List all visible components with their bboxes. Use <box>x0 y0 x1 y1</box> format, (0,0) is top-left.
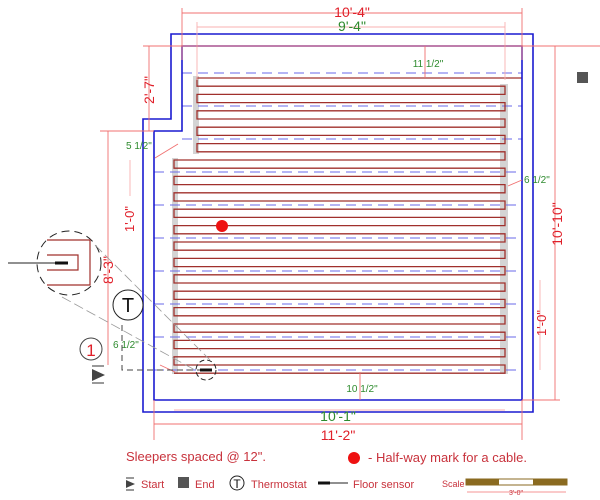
inner-wall <box>153 45 523 401</box>
dim-top-outer: 10'-4" <box>334 4 370 20</box>
dim-left-spacing: 1'-0" <box>122 206 137 232</box>
start-number: 1 <box>86 341 95 360</box>
outer-wall <box>142 33 534 413</box>
sleeper-strip-right <box>500 84 508 374</box>
legend-thermostat-symbol: T <box>233 477 241 491</box>
dim-bottom-inner: 10'-1" <box>320 408 356 424</box>
legend-start-icon <box>126 480 135 488</box>
dim-right-height: 10'-10" <box>549 202 565 245</box>
dim-top-inner: 9'-4" <box>338 18 366 34</box>
dim-right-gap: 6 1/2" <box>524 175 550 186</box>
legend-end: End <box>195 479 215 491</box>
end-marker-icon <box>577 72 588 83</box>
dim-bottom-outer: 11'-2" <box>321 427 356 443</box>
dim-left-gap: 6 1/2" <box>113 340 139 351</box>
halfway-legend-dot <box>348 452 360 464</box>
start-marker-icon <box>92 365 105 384</box>
sleeper-lines <box>154 72 522 371</box>
dim-right-spacing: 1'-0" <box>534 310 549 336</box>
dim-notch-gap: 5 1/2" <box>126 141 152 152</box>
legend-floor-sensor: Floor sensor <box>353 479 414 491</box>
legend-start: Start <box>141 479 164 491</box>
dim-left-height: 8'-3" <box>100 256 116 284</box>
thermostat-icon <box>112 289 144 321</box>
dim-bottom-gap: 10 1/2" <box>346 384 378 395</box>
dimension-lines <box>100 8 600 440</box>
scale-length: 3'-0" <box>509 490 523 497</box>
halfway-note: - Half-way mark for a cable. <box>368 450 527 465</box>
dim-left-notch: 2'-7" <box>141 76 157 104</box>
legend-thermostat: Thermostat <box>251 479 307 491</box>
floor-sensor-detail <box>8 230 217 381</box>
legend-scale: Scale <box>442 479 465 489</box>
legend-thermostat-icon <box>229 475 245 491</box>
sleeper-strip-top-left <box>193 76 199 154</box>
halfway-mark-dot <box>216 220 228 232</box>
legend-end-icon <box>178 477 189 488</box>
legend: Start End T Thermostat Floor sensor Scal… <box>126 475 568 497</box>
dim-top-gap: 11 1/2" <box>413 59 444 70</box>
start-number-badge <box>79 337 103 361</box>
heating-cable <box>173 77 522 374</box>
thermostat-label: T <box>122 295 134 317</box>
sleepers-note: Sleepers spaced @ 12". <box>126 449 266 464</box>
